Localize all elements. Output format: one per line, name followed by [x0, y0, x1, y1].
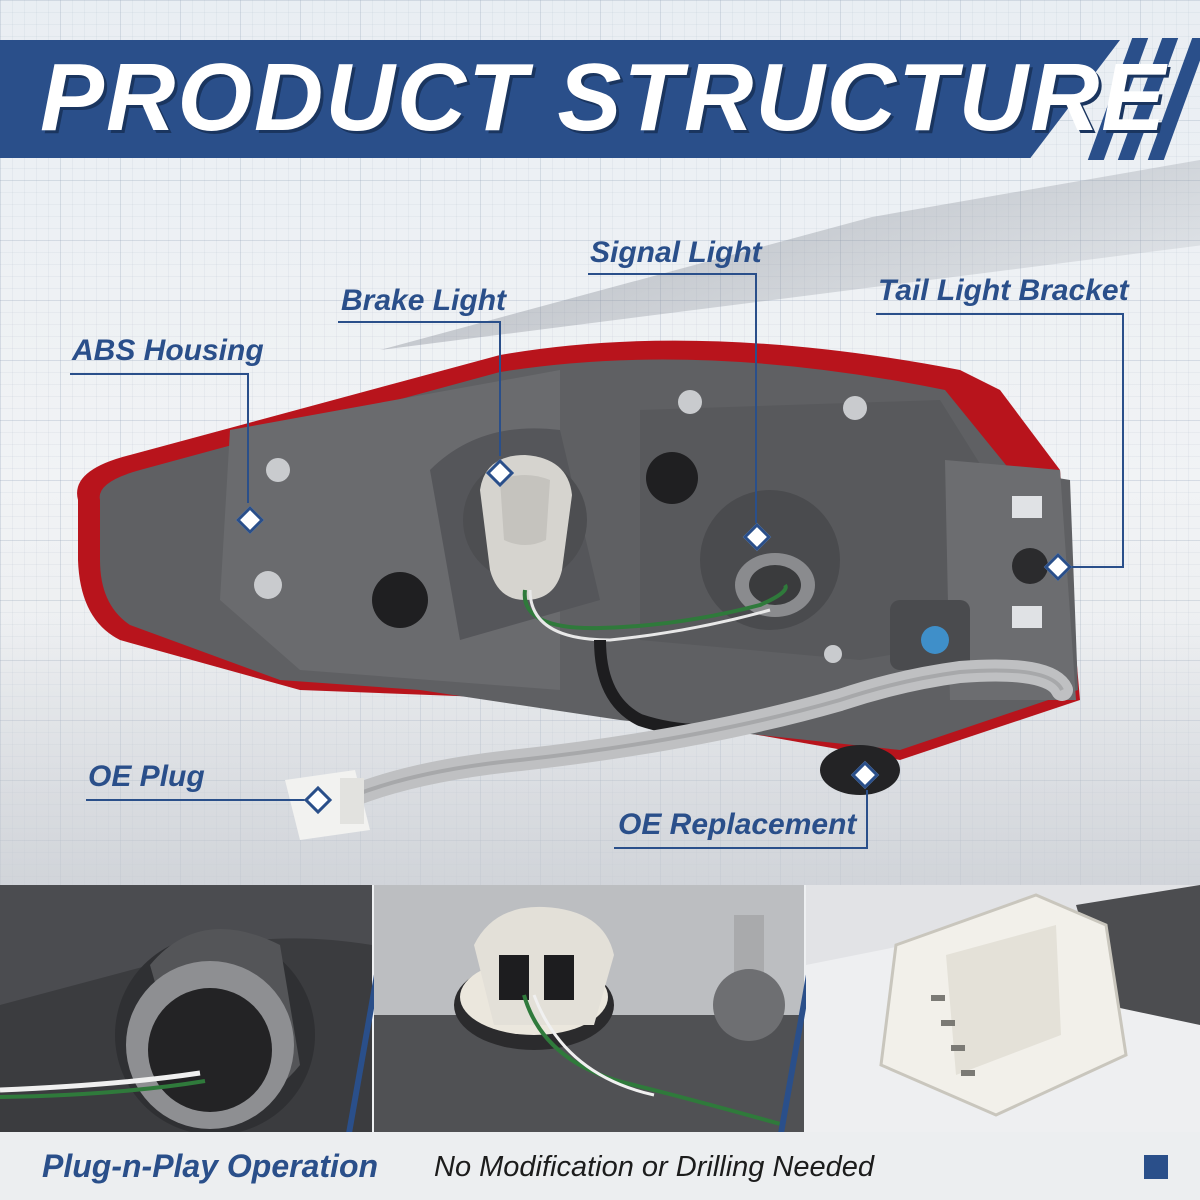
callout-line: [876, 313, 1124, 315]
label-oe-plug: OE Plug: [88, 760, 205, 793]
label-brake-light: Brake Light: [341, 284, 507, 317]
detail-photo-bulb: [374, 885, 804, 1132]
title-banner: [0, 40, 1120, 158]
footer-subline: No Modification or Drilling Needed: [434, 1151, 875, 1183]
label-abs-housing: ABS Housing: [72, 334, 264, 367]
page-title: PRODUCT STRUCTURE: [40, 44, 1168, 151]
footer-bar: [0, 1132, 1200, 1200]
callout-line: [614, 847, 868, 849]
callout-line: [499, 321, 501, 456]
footer-headline: Plug-n-Play Operation: [42, 1148, 379, 1184]
label-oe-replacement: OE Replacement: [618, 808, 857, 841]
callout-line: [70, 373, 248, 375]
callout-line: [1070, 566, 1124, 568]
bracket: [945, 460, 1076, 700]
callout-line: [1122, 313, 1124, 567]
tail-lamp-illustration: [77, 340, 1080, 824]
detail-photo-connector: [806, 885, 1200, 1132]
callout-line: [247, 373, 249, 503]
callout-line: [866, 790, 868, 849]
callout-line: [755, 273, 757, 523]
square-icon: [1144, 1155, 1168, 1179]
detail-photo-socket: [0, 885, 372, 1132]
label-signal-light: Signal Light: [590, 236, 762, 269]
callout-line: [338, 321, 500, 323]
label-tail-light-bracket: Tail Light Bracket: [878, 274, 1129, 307]
callout-line: [588, 273, 756, 275]
callout-line: [86, 799, 308, 801]
product-diagram: PRODUCT STRUCTURE ABS Housing Brake Ligh…: [0, 0, 1200, 885]
